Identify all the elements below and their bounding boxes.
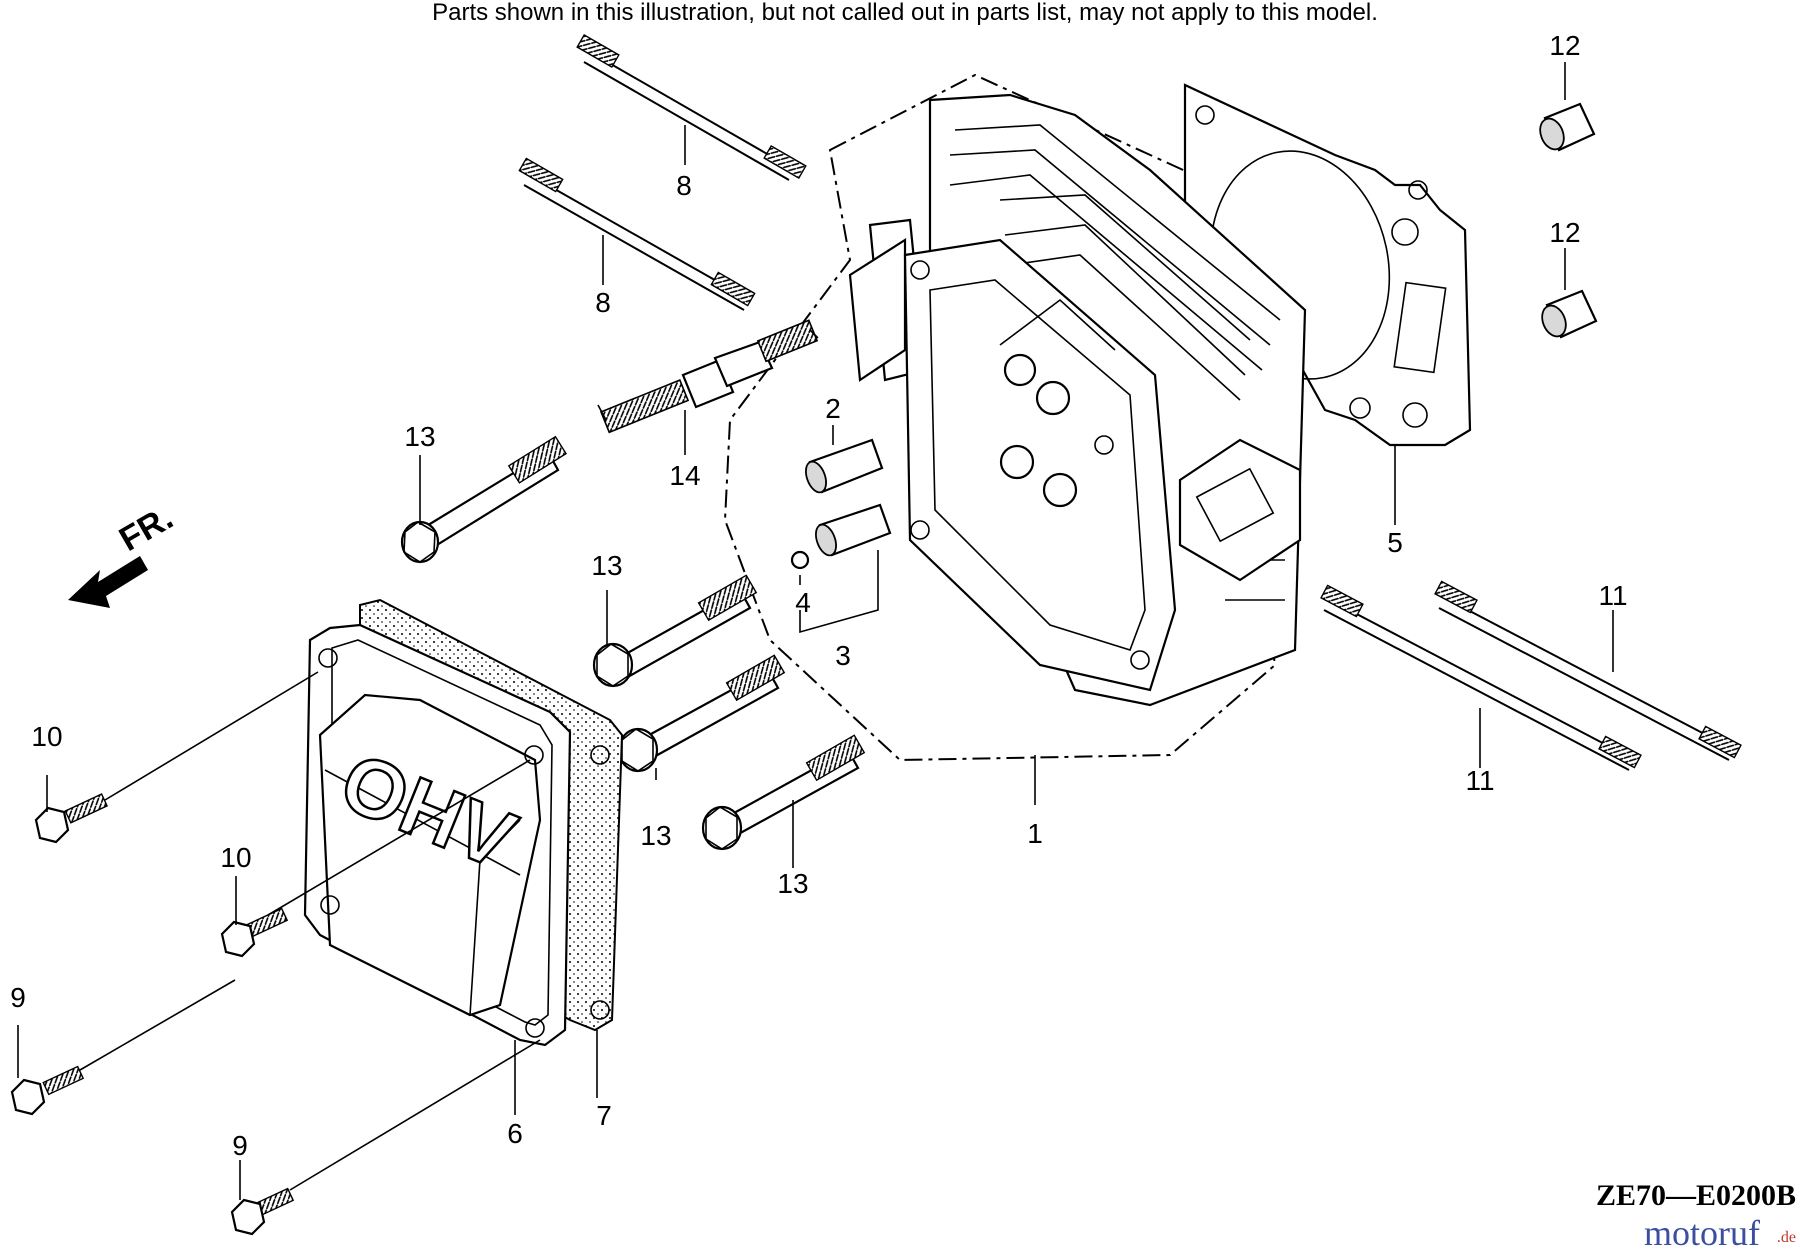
diagram-note: Parts shown in this illustration, but no… bbox=[432, 0, 1378, 26]
callout-13-b: 13 bbox=[591, 550, 622, 581]
front-marker-label: FR. bbox=[113, 499, 179, 559]
callout-13-d: 13 bbox=[777, 868, 808, 899]
cover-bolt-10-lower bbox=[220, 907, 289, 958]
callout-13-a: 13 bbox=[404, 421, 435, 452]
cover-bolt-9-upper bbox=[10, 1065, 85, 1116]
long-stud-upper bbox=[1434, 580, 1742, 761]
callout-9-lower: 9 bbox=[232, 1130, 248, 1161]
watermark: motoruf bbox=[1644, 1213, 1760, 1253]
valve-guide-upper bbox=[805, 438, 884, 494]
long-stud-lower bbox=[1320, 584, 1642, 771]
callout-3: 3 bbox=[835, 640, 851, 671]
callout-10-lower: 10 bbox=[220, 842, 251, 873]
callout-9-upper: 9 bbox=[10, 982, 26, 1013]
callout-7: 7 bbox=[596, 1100, 612, 1131]
callout-5: 5 bbox=[1387, 527, 1403, 558]
callout-8-upper: 8 bbox=[676, 170, 692, 201]
callout-12-lower: 12 bbox=[1549, 217, 1580, 248]
stud-lower bbox=[518, 157, 756, 311]
drawing-code: ZE70—E0200B bbox=[1596, 1179, 1796, 1212]
flange-bolt-c bbox=[617, 654, 786, 773]
cylinder-head-cover: OHV bbox=[303, 623, 610, 1047]
flange-bolt-d bbox=[701, 734, 866, 851]
callout-labels: 1 2 3 4 5 6 7 8 8 9 9 10 10 11 11 12 12 … bbox=[10, 30, 1627, 1161]
callout-4: 4 bbox=[795, 587, 811, 618]
callout-14: 14 bbox=[669, 460, 700, 491]
callout-8-lower: 8 bbox=[595, 287, 611, 318]
valve-guide-lower bbox=[815, 503, 892, 557]
flange-bolt-a bbox=[400, 435, 568, 564]
callout-1: 1 bbox=[1027, 818, 1043, 849]
callout-11-upper: 11 bbox=[1598, 580, 1627, 611]
watermark-main: motoruf bbox=[1644, 1213, 1760, 1253]
dowel-pin-upper bbox=[1539, 102, 1596, 152]
callout-12-upper: 12 bbox=[1549, 30, 1580, 61]
flange-bolt-b bbox=[592, 574, 758, 688]
cover-bolt-10-upper bbox=[34, 793, 109, 844]
cylinder-head-assembly-outline bbox=[723, 73, 1277, 762]
watermark-suffix: .de bbox=[1777, 1229, 1796, 1246]
dowel-pin-lower bbox=[1541, 289, 1598, 339]
leader-lines bbox=[17, 62, 1614, 1200]
clip bbox=[790, 550, 810, 570]
spark-plug bbox=[597, 319, 819, 434]
front-direction-arrow: FR. bbox=[68, 499, 179, 608]
callout-2: 2 bbox=[825, 393, 841, 424]
callout-10-upper: 10 bbox=[31, 721, 62, 752]
cover-bolt-9-lower bbox=[230, 1187, 295, 1236]
callout-6: 6 bbox=[507, 1118, 523, 1149]
callout-11-lower: 11 bbox=[1465, 765, 1494, 796]
callout-13-c: 13 bbox=[640, 820, 671, 851]
cylinder-head bbox=[848, 93, 1307, 707]
stud-upper bbox=[576, 33, 807, 181]
